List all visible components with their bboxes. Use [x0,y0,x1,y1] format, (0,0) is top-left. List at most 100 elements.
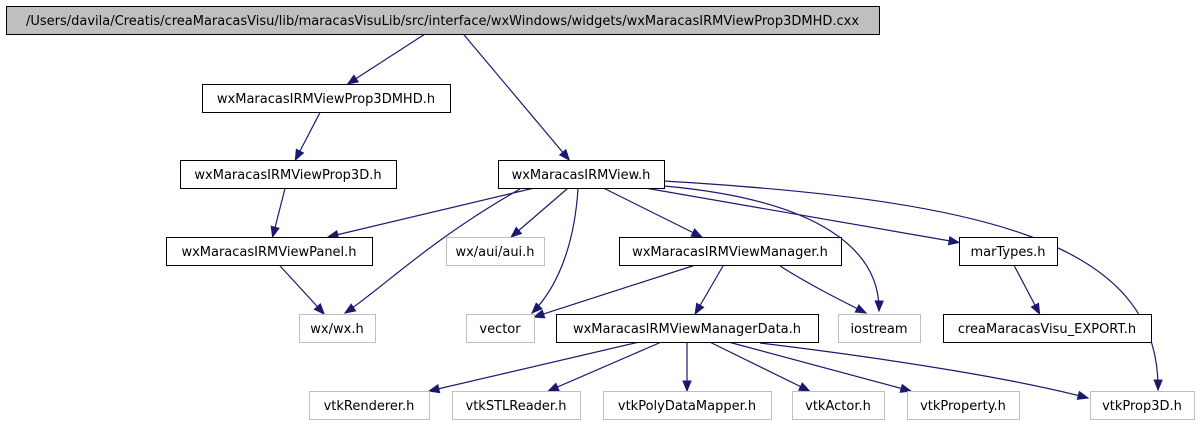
node-vtkpdm: vtkPolyDataMapper.h [603,391,772,420]
arrow-head [294,148,305,162]
node-export[interactable]: creaMaracasVisu_EXPORT.h [943,314,1152,343]
edge-line [278,264,325,315]
arrow-head [690,228,704,238]
arrow-head [694,302,705,316]
node-box [556,314,819,343]
node-prop3d[interactable]: wxMaracasIRMViewProp3D.h [180,160,397,189]
node-label: vtkProp3D.h [1102,399,1182,414]
edge-root-to-irmview [462,33,571,162]
edge-martypes-to-export [1013,264,1041,316]
edge-irmview-to-iostream [663,185,884,313]
edge-panel-to-wxwx [278,264,326,315]
node-label: wx/wx.h [310,322,363,337]
node-panel[interactable]: wxMaracasIRMViewPanel.h [166,237,373,266]
node-label: iostream [850,322,907,337]
node-label: vtkActor.h [805,399,871,414]
arrow-head [854,304,868,314]
node-box [452,391,581,420]
node-vtkstl: vtkSTLReader.h [452,391,581,420]
arrow-head [313,303,326,315]
edge-line [327,187,535,238]
node-managerdata[interactable]: wxMaracasIRMViewManagerData.h [556,314,819,343]
node-box [907,391,1020,420]
arrow-head [343,303,357,314]
edge-line [644,187,960,244]
edge-irmview-to-manager [603,187,704,238]
edge-irmview-to-martypes [644,187,961,246]
node-label: wx/aui/aui.h [455,245,534,260]
edge-line [759,342,1089,399]
edge-line [603,187,703,238]
node-manager[interactable]: wxMaracasIRMViewManager.h [619,237,842,266]
node-box [446,237,545,266]
arrow-head [1153,379,1163,392]
edge-line [548,341,662,392]
edge-line [531,188,579,314]
edge-managerdata-to-vtkproperty [728,341,913,393]
arrow-head [874,300,884,313]
edge-prop3d-to-panel [270,187,286,239]
edge-line [779,265,867,314]
node-wxwx: wx/wx.h [299,314,376,343]
node-box [838,314,921,343]
edge-managerdata-to-vtkrenderer [427,341,640,394]
edges-layer [270,33,1163,400]
arrow-head [547,382,560,392]
arrow-head [682,380,692,393]
arrow-head [531,302,543,314]
node-box [959,237,1058,266]
node-label: vector [479,322,521,337]
arrow-head [532,309,546,319]
node-box [792,391,885,420]
node-martypes[interactable]: marTypes.h [959,237,1058,266]
edge-manager-to-managerdata [694,264,725,316]
node-label: vtkSTLReader.h [466,399,567,414]
node-vector: vector [466,314,535,343]
arrow-head [1030,302,1041,316]
node-label: wxMaracasIRMViewManagerData.h [573,322,801,337]
node-box [498,160,665,189]
node-box [180,160,397,189]
node-label: vtkProperty.h [920,399,1006,414]
node-box [943,314,1152,343]
node-label: wxMaracasIRMViewProp3DMHD.h [217,92,435,107]
edge-line [663,180,1159,391]
node-vtkproperty: vtkProperty.h [907,391,1020,420]
edge-line [728,341,912,392]
node-label: marTypes.h [971,245,1046,260]
node-wxaui: wx/aui/aui.h [446,237,545,266]
node-vtkrenderer: vtkRenderer.h [309,391,430,420]
node-box [299,314,376,343]
edge-managerdata-to-vtkstl [547,341,662,392]
node-label: wxMaracasIRMViewPanel.h [181,245,356,260]
node-box [1090,391,1195,420]
node-prop3dmhd[interactable]: wxMaracasIRMViewProp3DMHD.h [202,84,451,113]
edge-line [462,33,570,161]
arrow-head [899,383,913,393]
node-box [603,391,772,420]
edge-irmview-to-vtkprop3d [663,180,1163,392]
edge-root-to-prop3dmhd [346,33,426,85]
node-root[interactable]: /Users/davila/Creatis/creaMaracasVisu/li… [6,6,880,35]
edge-managerdata-to-vtkactor [709,341,811,392]
node-label: /Users/davila/Creatis/creaMaracasVisu/li… [26,14,859,29]
arrow-head [947,236,961,246]
arrow-head [346,74,360,85]
node-label: creaMaracasVisu_EXPORT.h [958,322,1136,337]
node-box [166,237,373,266]
node-box [202,84,451,113]
edge-line [347,33,426,85]
arrow-head [270,225,280,239]
node-box [466,314,535,343]
edge-manager-to-iostream [779,265,868,314]
arrow-head [1076,390,1090,400]
arrow-head [427,384,441,394]
arrow-head [558,148,571,162]
edge-managerdata-to-vtkprop3d [759,342,1090,400]
arrow-head [797,382,811,392]
node-iostream: iostream [838,314,921,343]
node-irmview[interactable]: wxMaracasIRMView.h [498,160,665,189]
edge-line [709,341,810,392]
edge-prop3dmhd-to-prop3d [294,111,321,162]
